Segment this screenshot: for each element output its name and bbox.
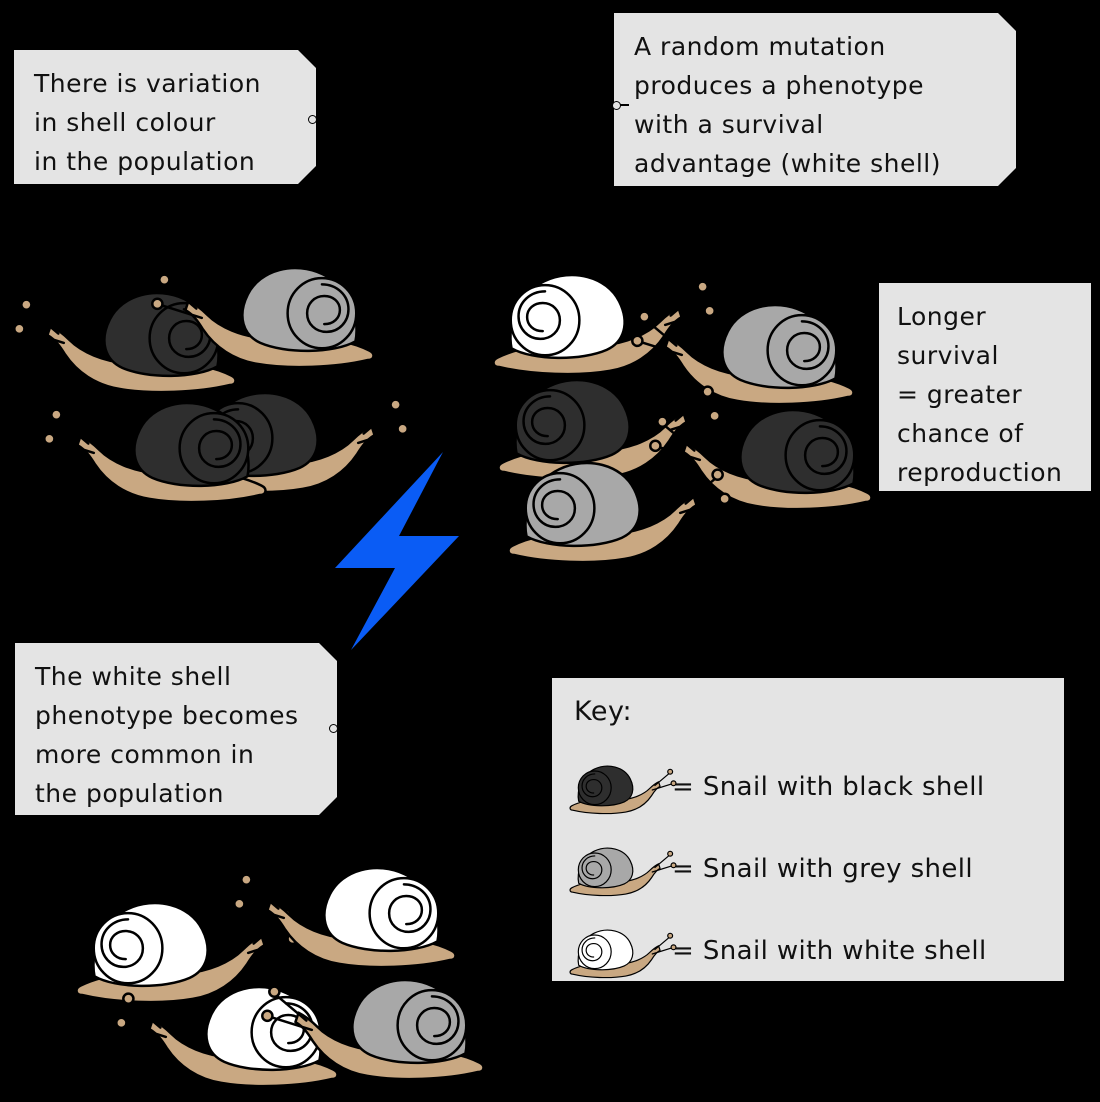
snail-grey-shell xyxy=(628,280,862,436)
snail-black-shell xyxy=(490,355,724,511)
key-label-grey: = Snail with grey shell xyxy=(672,854,974,884)
callout-mutation: A random mutation produces a phenotype w… xyxy=(614,13,1016,186)
snail-white-shell xyxy=(230,843,464,999)
key-snail-grey-icon xyxy=(568,838,677,900)
snail-white-shell xyxy=(485,250,719,406)
key-row-white: = Snail with white shell xyxy=(568,920,987,982)
key-row-black: = Snail with black shell xyxy=(568,756,984,818)
key-snail-white-icon xyxy=(568,920,677,982)
callout-reproduction: Longer survival = greater chance of repr… xyxy=(879,283,1091,491)
key-label-black: = Snail with black shell xyxy=(672,772,985,802)
callout-mutation-connector-dot xyxy=(612,101,629,110)
callout-outcome-connector-dot xyxy=(329,724,346,733)
callout-outcome: The white shell phenotype becomes more c… xyxy=(15,643,337,815)
lightning-bolt-arrow-icon xyxy=(333,450,461,652)
key-row-grey: = Snail with grey shell xyxy=(568,838,973,900)
snail-black-shell xyxy=(40,378,274,534)
snail-grey-shell xyxy=(148,243,382,399)
callout-variation-connector-dot xyxy=(308,115,325,124)
snail-grey-shell xyxy=(500,438,734,594)
key-title: Key: xyxy=(574,696,633,727)
snail-black-shell xyxy=(646,385,880,541)
key-snail-black-icon xyxy=(568,756,677,818)
key-panel: Key: = Snail with black shell xyxy=(552,678,1064,981)
callout-variation: There is variation in shell colour in th… xyxy=(14,50,316,184)
key-label-white: = Snail with white shell xyxy=(672,936,987,966)
snail-grey-shell xyxy=(258,955,492,1102)
